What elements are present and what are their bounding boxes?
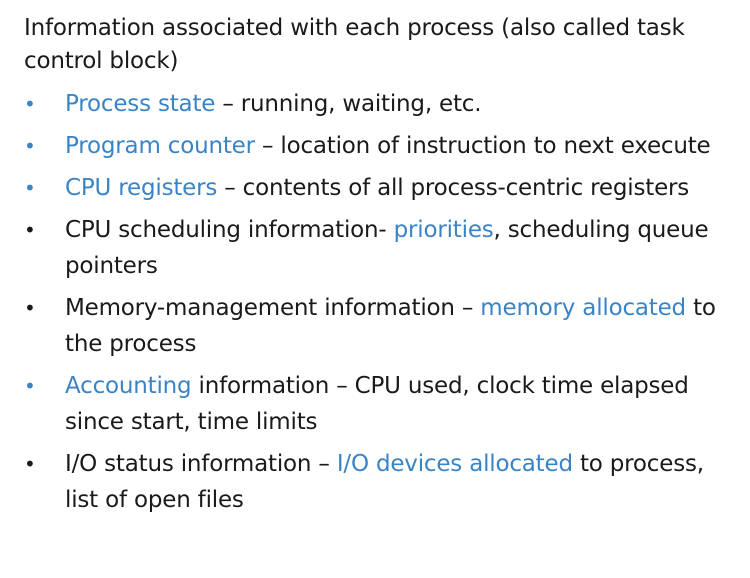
bullet-text: information – CPU used, clock time elaps…	[65, 373, 689, 435]
bullet-cpu-scheduling: • CPU scheduling information- priorities,…	[24, 212, 742, 284]
bullet-highlight: CPU registers	[65, 175, 218, 201]
bullet-icon: •	[24, 134, 36, 158]
bullet-memory-management: • Memory-management information – memory …	[24, 290, 742, 362]
bullet-text: – location of instruction to next execut…	[254, 133, 711, 159]
bullet-icon: •	[24, 176, 36, 200]
bullet-icon: •	[24, 452, 36, 476]
bullet-text: CPU scheduling information-	[65, 217, 394, 243]
bullet-program-counter: • Program counter – location of instructi…	[24, 128, 742, 164]
bullet-cpu-registers: • CPU registers – contents of all process…	[24, 170, 742, 206]
intro-paragraph: Information associated with each process…	[24, 15, 685, 74]
bullet-list: •Process state – running, waiting, etc. …	[24, 86, 742, 518]
bullet-process-state: • Process state – running, waiting, etc.	[24, 86, 742, 122]
bullet-highlight: memory allocated	[480, 295, 686, 321]
bullet-icon: •	[24, 92, 36, 116]
bullet-icon: •	[24, 218, 36, 242]
bullet-text: to process, list of open files	[65, 451, 704, 513]
bullet-io-status: • I/O status information – I/O devices al…	[24, 446, 742, 518]
bullet-highlight: Process state	[65, 91, 216, 117]
bullet-text: to the process	[65, 295, 716, 357]
bullet-text: , scheduling queue pointers	[65, 217, 709, 279]
bullet-highlight: Program counter	[65, 133, 255, 159]
bullet-text: I/O status information –	[65, 451, 337, 477]
bullet-highlight: Accounting	[65, 373, 192, 399]
bullet-icon: •	[24, 296, 36, 320]
bullet-text: Memory-management information –	[65, 295, 481, 321]
bullet-text: – running, waiting, etc.	[215, 91, 482, 117]
bullet-highlight: priorities	[393, 217, 494, 243]
bullet-accounting: • Accounting information – CPU used, cloc…	[24, 368, 742, 440]
bullet-text: – contents of all process-centric regist…	[217, 175, 690, 201]
bullet-highlight: I/O devices allocated	[336, 451, 573, 477]
bullet-icon: •	[24, 374, 36, 398]
